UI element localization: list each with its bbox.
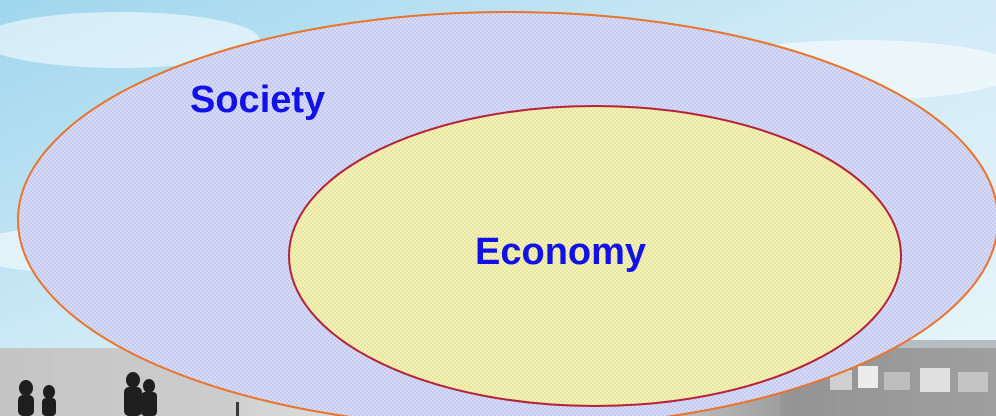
economy-label: Economy (475, 231, 646, 273)
economy-ellipse (288, 105, 902, 407)
society-label: Society (190, 79, 325, 121)
people-silhouettes (18, 372, 157, 416)
photo-panels (830, 366, 988, 392)
